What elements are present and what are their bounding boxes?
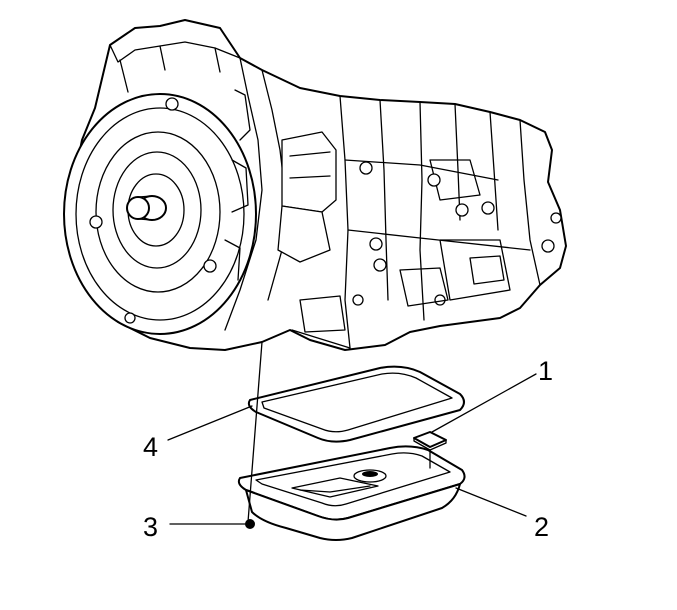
oil-pan [237,445,466,541]
leader-line-4 [167,405,253,441]
oil-pan-bolt [245,519,255,529]
oil-pan-gasket [247,365,465,443]
leader-line-2 [455,487,527,517]
transmission-assembly [63,19,567,351]
callouts: 1 2 3 4 [143,356,553,542]
callout-2: 2 [534,512,549,542]
callout-3: 3 [143,512,158,542]
leader-lines [167,341,537,525]
callout-4: 4 [143,432,158,462]
leader-line-1 [431,373,537,433]
callout-1: 1 [538,356,553,386]
